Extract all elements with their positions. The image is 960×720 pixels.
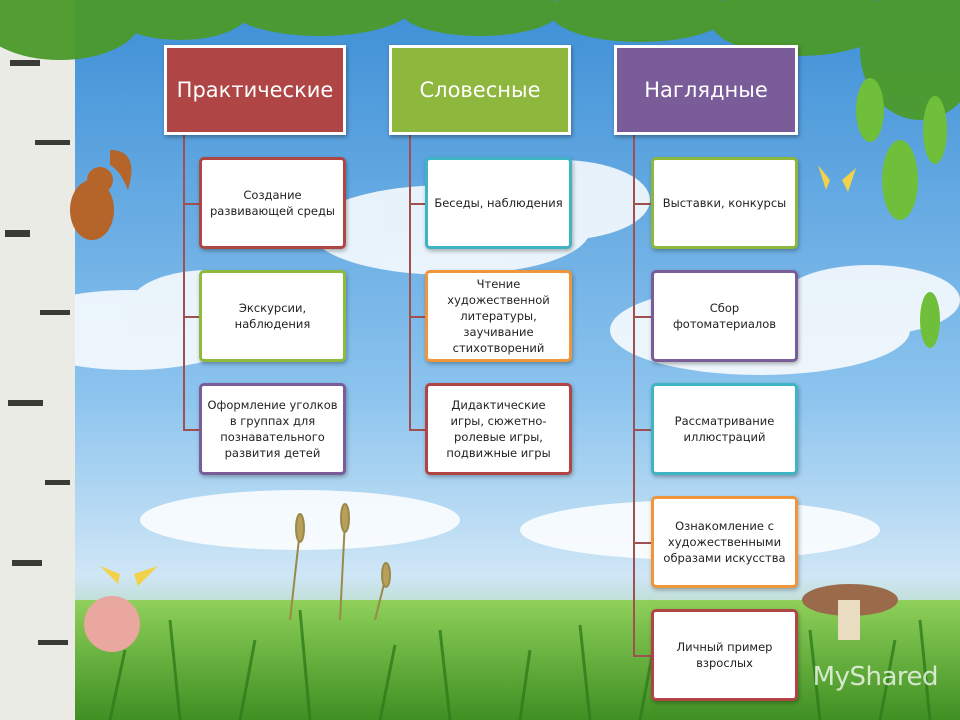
visual-item: Ознакомление с художественными образами … — [651, 496, 798, 588]
verbal-item-text: Чтение художественной литературы, заучив… — [447, 277, 550, 355]
connector-line — [183, 135, 185, 429]
verbal-item-text: Беседы, наблюдения — [434, 196, 563, 210]
visual-item: Выставки, конкурсы — [651, 157, 798, 249]
column-title-visual: Наглядные — [644, 78, 768, 102]
verbal-item: Дидактические игры, сюжетно-ролевые игры… — [425, 383, 572, 475]
connector-line — [183, 429, 199, 431]
visual-item: Личный пример взрослых — [651, 609, 798, 701]
practical-item: Оформление уголков в группах для познава… — [199, 383, 346, 475]
visual-item-text: Сбор фотоматериалов — [672, 301, 777, 331]
connector-line — [633, 316, 651, 318]
connector-line — [633, 429, 651, 431]
column-title-practical: Практические — [176, 78, 334, 102]
connector-line — [409, 203, 425, 205]
connector-line — [183, 316, 199, 318]
visual-item-text: Личный пример взрослых — [676, 640, 773, 670]
connector-line — [409, 135, 411, 429]
verbal-item: Чтение художественной литературы, заучив… — [425, 270, 572, 362]
column-title-verbal: Словесные — [419, 78, 541, 102]
column-header-visual: Наглядные — [614, 45, 798, 135]
connector-line — [633, 655, 651, 657]
visual-item-text: Выставки, конкурсы — [662, 196, 787, 210]
visual-item-text: Ознакомление с художественными образами … — [663, 519, 786, 565]
connector-line — [409, 316, 425, 318]
practical-item-text: Экскурсии, наблюдения — [234, 301, 311, 331]
practical-item: Экскурсии, наблюдения — [199, 270, 346, 362]
column-header-verbal: Словесные — [389, 45, 571, 135]
connector-line — [183, 203, 199, 205]
practical-item: Создание развивающей среды — [199, 157, 346, 249]
connector-line — [633, 542, 651, 544]
practical-item-text: Создание развивающей среды — [210, 188, 335, 218]
verbal-item-text: Дидактические игры, сюжетно-ролевые игры… — [446, 398, 551, 460]
connector-line — [633, 203, 651, 205]
watermark: MyShared — [812, 662, 939, 692]
connector-line — [633, 135, 635, 655]
practical-item-text: Оформление уголков в группах для познава… — [207, 398, 338, 460]
verbal-item: Беседы, наблюдения — [425, 157, 572, 249]
connector-line — [409, 429, 425, 431]
visual-item-text: Рассматривание иллюстраций — [674, 414, 775, 444]
visual-item: Рассматривание иллюстраций — [651, 383, 798, 475]
visual-item: Сбор фотоматериалов — [651, 270, 798, 362]
column-header-practical: Практические — [164, 45, 346, 135]
